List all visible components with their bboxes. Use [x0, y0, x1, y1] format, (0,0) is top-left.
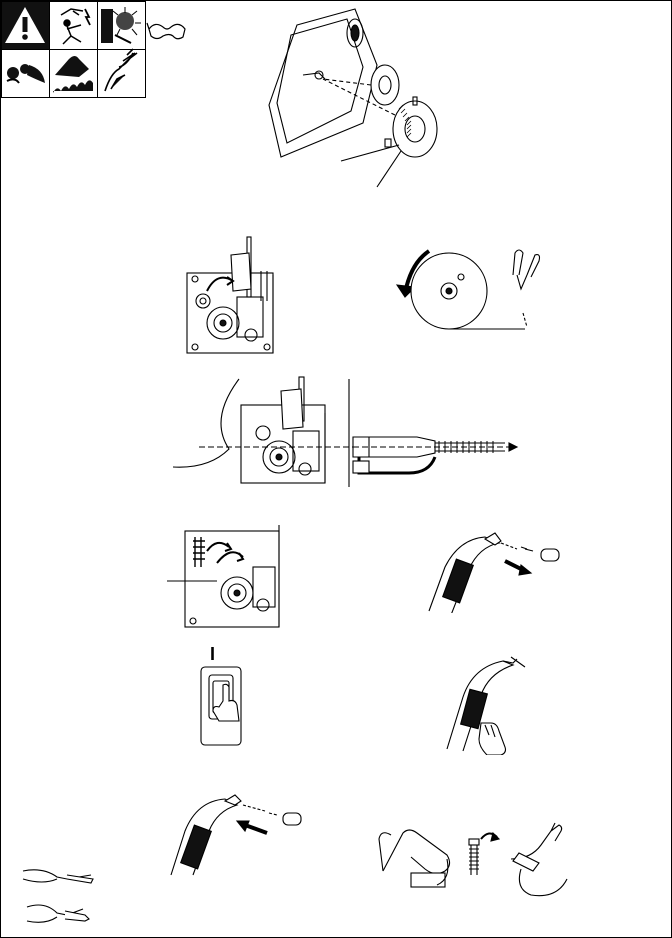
- remove-contact-tip-figure: [425, 531, 565, 613]
- electric-shock-icon: [60, 8, 91, 45]
- welding-sparks-icon: [101, 7, 141, 44]
- reinstall-contact-tip-figure: [167, 791, 307, 877]
- wire-pinch-icon: [104, 48, 138, 92]
- press-gun-trigger-figure: [441, 653, 531, 755]
- needle-nose-pliers-icon: [22, 869, 94, 884]
- safety-glasses-icon: [146, 22, 186, 40]
- thread-wire-through-gun-figure: [169, 373, 519, 487]
- close-pressure-arm-figure: [167, 521, 287, 631]
- wire-cutters-icon: [26, 904, 90, 923]
- warning-triangle-icon: [5, 7, 45, 43]
- power-switch-label: I: [210, 644, 216, 664]
- tools-required-figure: [19, 861, 99, 931]
- open-drive-roll-pressure-arm-figure: [183, 235, 283, 357]
- cut-wire-end-figure: [391, 239, 551, 343]
- power-switch-on-figure: I: [197, 643, 247, 747]
- moving-parts-icon: [6, 64, 45, 84]
- adjust-tension-and-trim-wire-figure: [371, 819, 577, 901]
- safety-icon-block: [1, 1, 187, 98]
- install-spool-figure: [267, 5, 447, 191]
- hot-surface-icon: [53, 56, 93, 93]
